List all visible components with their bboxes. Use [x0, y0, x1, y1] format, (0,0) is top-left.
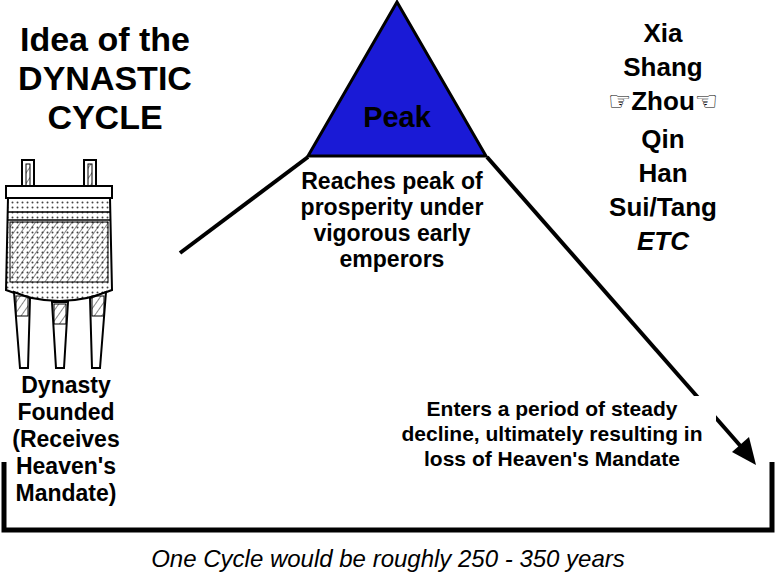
dynasty-name: Shang [560, 50, 766, 84]
triangle-fill [308, 2, 486, 156]
ding-vessel [6, 160, 112, 368]
dynasty-etc: ETC [560, 224, 766, 258]
peak-description: Reaches peak of prosperity under vigorou… [300, 168, 484, 272]
bottom-bracket [4, 462, 772, 530]
dynasty-name: Qin [560, 122, 766, 156]
title: Idea of the DYNASTIC CYCLE [0, 20, 210, 137]
dynasty-name: ☞Zhou☜ [560, 84, 766, 118]
node-label: Peak [307, 98, 487, 136]
dynasty-name: Sui/Tang [560, 190, 766, 224]
caption: One Cycle would be roughly 250 - 350 yea… [0, 544, 776, 574]
arrow-head [732, 437, 756, 465]
peak-triangle: Peak [307, 0, 487, 157]
dynasty-name: Xia [560, 16, 766, 50]
founding-description: Dynasty Founded (Receives Heaven's Manda… [0, 372, 132, 507]
triangle-shape [307, 0, 487, 157]
decline-description: Enters a period of steady decline, ultim… [388, 396, 716, 471]
rise-line [180, 157, 308, 253]
dynasty-name: Han [560, 156, 766, 190]
